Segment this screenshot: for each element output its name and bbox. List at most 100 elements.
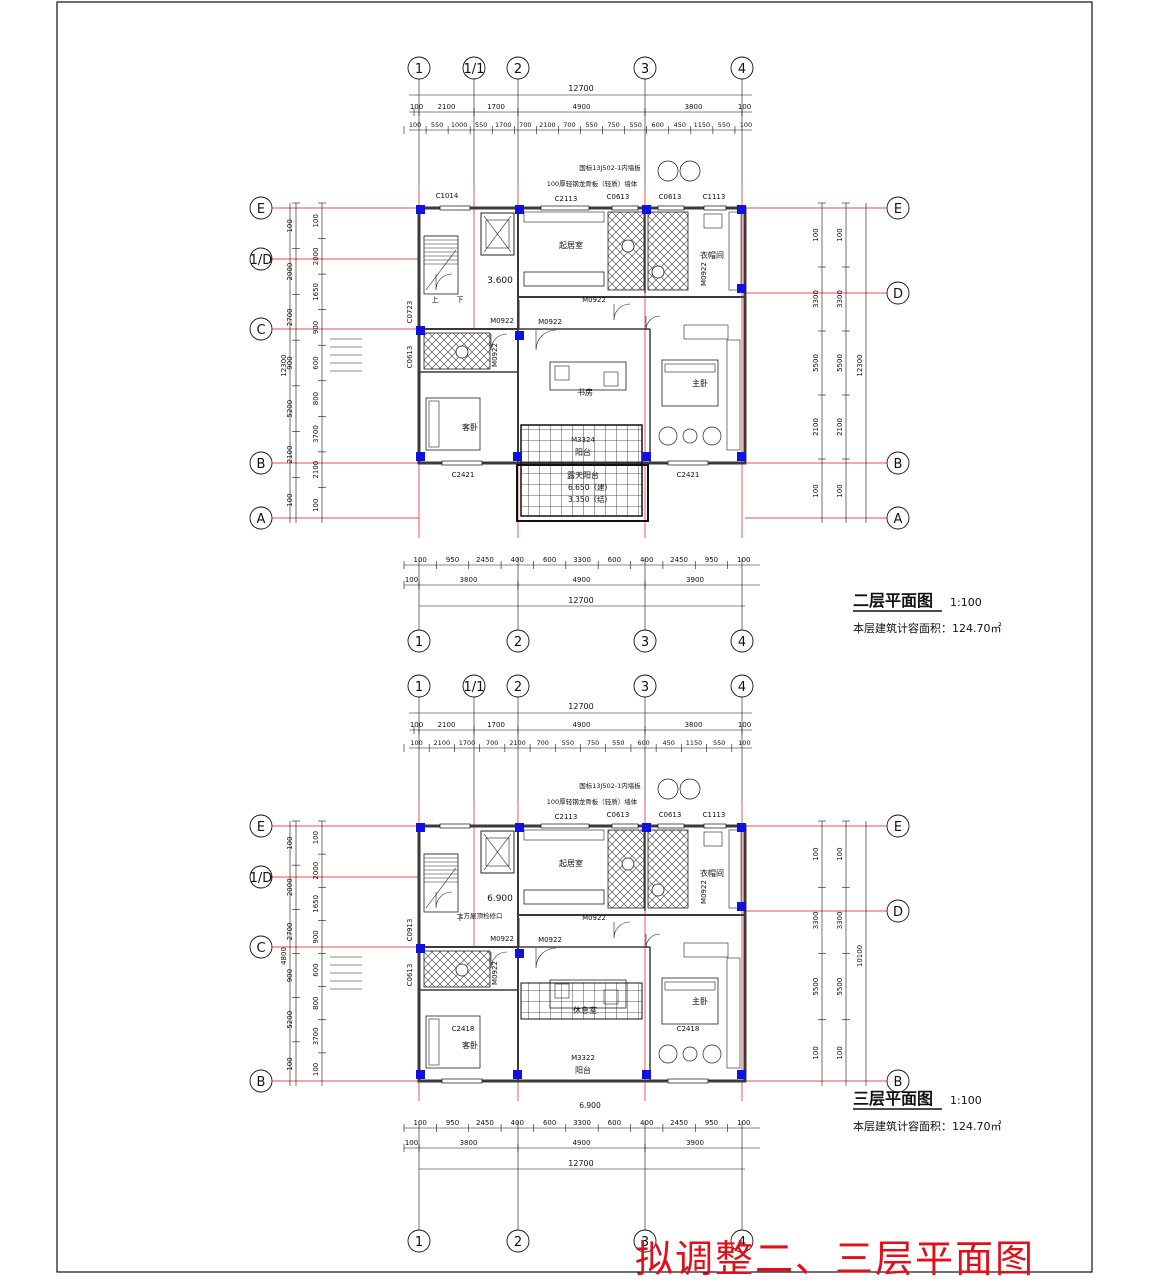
dimension-text: 100	[405, 1139, 418, 1147]
room-label: 客卧	[462, 1040, 478, 1050]
dimension-text: 100	[836, 1046, 844, 1059]
structural-column	[416, 326, 425, 335]
dimension-text: 5500	[812, 354, 820, 372]
dimension-text: 2000	[312, 247, 320, 265]
window	[441, 460, 483, 466]
room-label: 阳台	[575, 447, 591, 457]
dimension-text: 100	[738, 721, 751, 729]
structural-column	[416, 452, 425, 461]
opening-tag: M0922	[700, 262, 708, 286]
dimension-text: 1000	[451, 121, 468, 129]
armchair-icon	[702, 1044, 722, 1064]
dimension-text: 700	[486, 739, 498, 747]
dimension-text: 950	[705, 556, 718, 564]
pillow-icon	[428, 1018, 440, 1066]
armchair-icon	[658, 426, 678, 446]
structural-column	[737, 452, 746, 461]
wall-note: 100厚轻钢龙骨板（轻质）墙体	[547, 797, 638, 806]
dimension-text: 1650	[312, 895, 320, 913]
opening-tag: M0922	[491, 961, 499, 985]
dimension-text: 600	[608, 556, 621, 564]
counter	[523, 211, 605, 223]
dimension-text: 550	[562, 739, 574, 747]
wardrobe	[683, 942, 729, 958]
toilet-icon	[651, 883, 665, 897]
room-label: 起居室	[559, 858, 583, 868]
axis-bubble-side: E	[894, 202, 902, 217]
room-label: 休息室	[573, 1005, 597, 1015]
dimension-text: 12700	[568, 84, 593, 93]
window	[439, 823, 471, 829]
dimension-text: 3800	[460, 1139, 478, 1147]
dimension-text: 5500	[836, 354, 844, 372]
axis-bubble-top: 4	[738, 62, 746, 77]
room-label: 书房	[577, 387, 593, 397]
toilet-icon	[455, 963, 469, 977]
dimension-text: 100	[836, 484, 844, 497]
opening-tag: M0922	[538, 936, 562, 944]
structural-column	[737, 823, 746, 832]
detail-callout	[657, 160, 679, 182]
window	[611, 205, 639, 211]
dimension-text: 450	[674, 121, 686, 129]
chair-icon	[603, 371, 619, 387]
bed-icon	[425, 1015, 481, 1069]
axis-bubble-side: B	[257, 1075, 266, 1090]
armchair-icon	[658, 1044, 678, 1064]
armchair-icon	[702, 426, 722, 446]
stair-cut-line	[425, 249, 457, 291]
dimension-text: 100	[413, 556, 426, 564]
dimension-text: 1700	[495, 121, 512, 129]
dimension-text: 12300	[856, 354, 864, 376]
axis-bubble-side: D	[893, 287, 903, 302]
axis-bubble-top: 4	[738, 680, 746, 695]
bed-icon	[425, 397, 481, 451]
opening-tag: C2113	[555, 813, 578, 821]
dimension-text: 12300	[280, 354, 288, 376]
opening-tag: C2418	[677, 1025, 700, 1033]
window	[667, 1078, 709, 1084]
door-swing	[535, 947, 557, 969]
opening-tag: C0613	[607, 811, 630, 819]
dimension-text: 750	[607, 121, 619, 129]
axis-bubble-top: 3	[641, 680, 649, 695]
structural-column	[642, 452, 651, 461]
dimension-text: 550	[713, 739, 725, 747]
dimension-text: 1700	[487, 103, 505, 111]
door-swing	[435, 891, 453, 909]
room-label: 衣帽间	[700, 868, 724, 878]
dimension-text: 100	[836, 847, 844, 860]
room-label: 主卧	[692, 996, 708, 1006]
opening-tag: C1113	[703, 811, 726, 819]
axis-bubble-top: 1/1	[464, 680, 485, 695]
level-label: 6.900	[487, 894, 513, 904]
dimension-text: 550	[475, 121, 487, 129]
dimension-text: 1150	[686, 739, 703, 747]
axis-bubble-top: 1/1	[464, 62, 485, 77]
opening-tag: C2421	[677, 471, 700, 479]
axis-bubble-bottom: 3	[641, 635, 649, 650]
dimension-text: 950	[446, 556, 459, 564]
dimension-text: 400	[511, 556, 524, 564]
desk-icon	[549, 361, 627, 391]
wardrobe	[726, 339, 741, 451]
dimension-text: 2100	[312, 461, 320, 479]
door-swing	[435, 273, 453, 291]
axis-bubble-side: B	[894, 457, 903, 472]
dimension-text: 600	[312, 356, 320, 369]
pillow-icon	[664, 363, 716, 373]
axis-bubble-bottom: 1	[415, 635, 423, 650]
dimension-text: 100	[405, 576, 418, 584]
dimension-text: 550	[629, 121, 641, 129]
opening-tag: C0613	[659, 193, 682, 201]
wall-note: 100厚轻钢龙骨板（轻质）墙体	[547, 179, 638, 188]
axis-bubble-side: B	[894, 1075, 903, 1090]
dimension-text: 4900	[573, 576, 591, 584]
dimension-text: 2450	[476, 1119, 494, 1127]
window	[540, 205, 590, 211]
opening-tag: C0613	[659, 811, 682, 819]
dimension-text: 2450	[670, 556, 688, 564]
